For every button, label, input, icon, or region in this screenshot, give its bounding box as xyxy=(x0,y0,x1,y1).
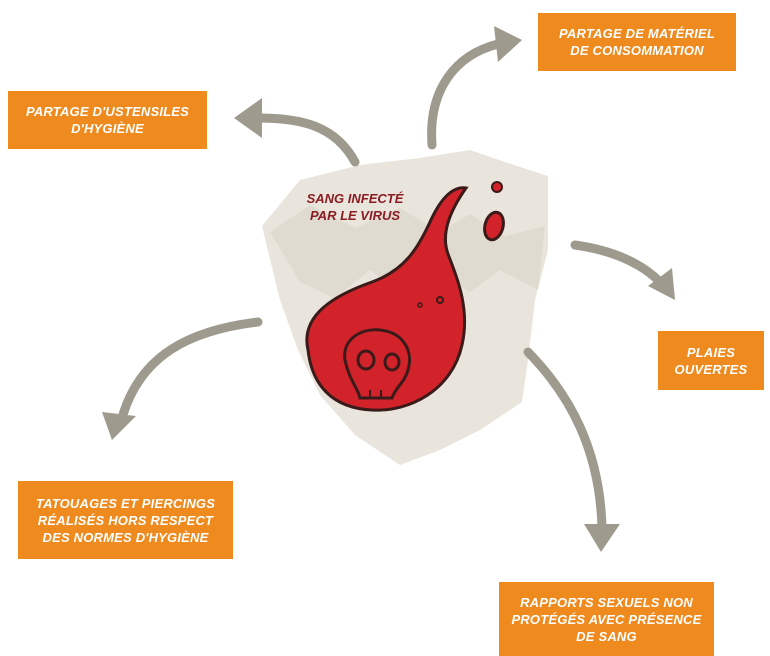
blood-droplet-tiny xyxy=(492,182,502,192)
box-line: DE CONSOMMATION xyxy=(559,42,715,59)
box-line: DES NORMES D'HYGIÈNE xyxy=(36,529,215,546)
box-line: PARTAGE D'USTENSILES xyxy=(26,103,189,120)
arrowhead-tatouages xyxy=(102,412,136,440)
arrow-to-materiel xyxy=(432,44,498,145)
box-tatouages-piercings: TATOUAGES ET PIERCINGS RÉALISÉS HORS RES… xyxy=(18,481,233,559)
box-partage-ustensiles: PARTAGE D'USTENSILES D'HYGIÈNE xyxy=(8,91,207,149)
box-plaies-ouvertes: PLAIES OUVERTES xyxy=(658,331,764,390)
box-line: OUVERTES xyxy=(675,361,748,378)
box-line: DE SANG xyxy=(511,628,701,645)
arrow-to-plaies xyxy=(575,245,660,282)
arrow-to-ustensiles xyxy=(258,118,355,162)
center-label-line1: SANG INFECTÉ xyxy=(295,190,415,207)
box-line: PARTAGE DE MATÉRIEL xyxy=(559,25,715,42)
box-line: TATOUAGES ET PIERCINGS xyxy=(36,495,215,512)
center-label: SANG INFECTÉ PAR LE VIRUS xyxy=(295,190,415,224)
box-rapports-sexuels: RAPPORTS SEXUELS NON PROTÉGÉS AVEC PRÉSE… xyxy=(499,582,714,656)
arrow-to-rapports xyxy=(528,352,602,528)
box-line: PLAIES xyxy=(675,344,748,361)
box-line: D'HYGIÈNE xyxy=(26,120,189,137)
box-line: PROTÉGÉS AVEC PRÉSENCE xyxy=(511,611,701,628)
center-label-line2: PAR LE VIRUS xyxy=(295,207,415,224)
arrowhead-rapports xyxy=(584,524,620,552)
box-line: RÉALISÉS HORS RESPECT xyxy=(36,512,215,529)
arrowhead-materiel xyxy=(494,26,522,62)
arrowhead-ustensiles xyxy=(234,98,262,138)
box-line: RAPPORTS SEXUELS NON xyxy=(511,594,701,611)
box-partage-materiel: PARTAGE DE MATÉRIEL DE CONSOMMATION xyxy=(538,13,736,71)
arrow-to-tatouages xyxy=(122,322,258,418)
